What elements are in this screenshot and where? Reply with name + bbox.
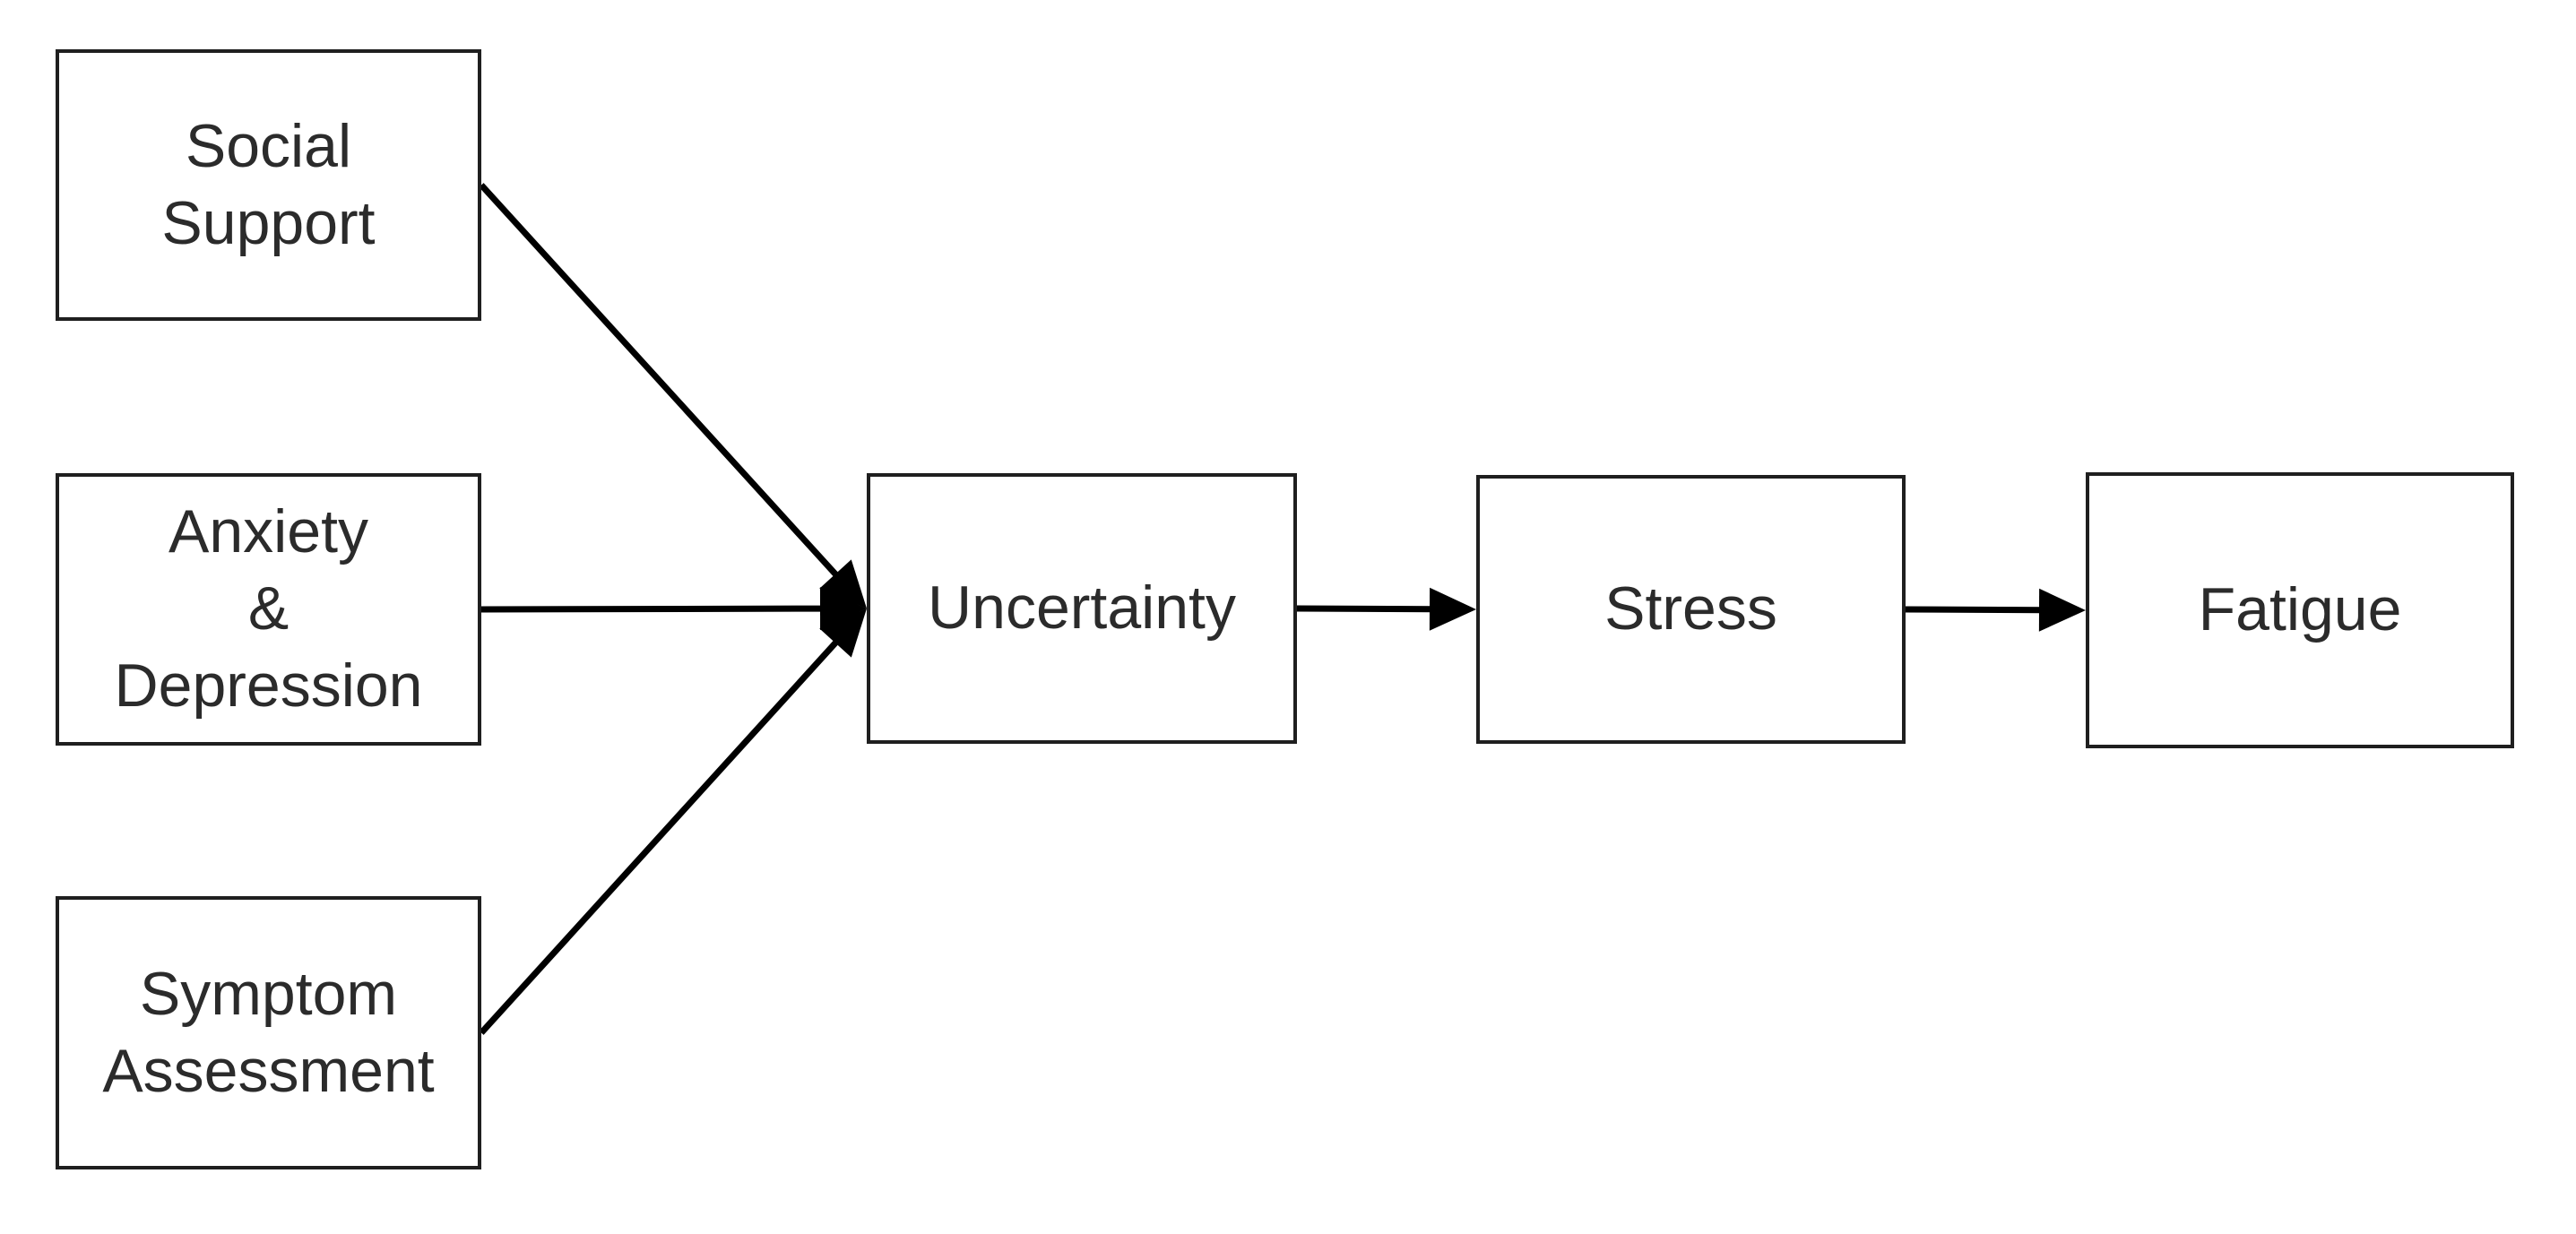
edge-stress-to-fatigue: [1905, 588, 2086, 632]
node-label-stress: Stress: [1604, 574, 1777, 643]
edge-arrowhead-icon: [819, 587, 867, 631]
node-label-anxiety-depression: Anxiety & Depression: [114, 497, 423, 720]
node-label-social-support: Social Support: [161, 111, 376, 257]
edge-social-support-to-uncertainty: [479, 183, 867, 608]
node-fatigue: Fatigue: [2086, 472, 2514, 748]
node-label-symptom-assessment: Symptom Assessment: [102, 959, 435, 1105]
edge-line: [1905, 606, 2044, 614]
edge-arrowhead-icon: [819, 559, 867, 608]
edge-line: [1296, 605, 1434, 613]
edge-arrowhead-icon: [819, 608, 867, 658]
edge-line: [479, 638, 841, 1035]
edge-arrowhead-icon: [2038, 588, 2086, 632]
edge-anxiety-depression-to-uncertainty: [480, 587, 867, 631]
node-social-support: Social Support: [56, 49, 481, 321]
edge-line: [479, 183, 841, 579]
edge-line: [480, 605, 825, 613]
node-stress: Stress: [1476, 475, 1906, 744]
node-anxiety-depression: Anxiety & Depression: [56, 473, 481, 746]
node-label-uncertainty: Uncertainty: [928, 574, 1236, 643]
edge-uncertainty-to-stress: [1296, 587, 1476, 631]
node-uncertainty: Uncertainty: [867, 473, 1297, 744]
edge-symptom-assessment-to-uncertainty: [479, 608, 867, 1035]
node-label-fatigue: Fatigue: [2198, 575, 2402, 644]
edge-arrowhead-icon: [1429, 587, 1476, 631]
node-symptom-assessment: Symptom Assessment: [56, 896, 481, 1169]
